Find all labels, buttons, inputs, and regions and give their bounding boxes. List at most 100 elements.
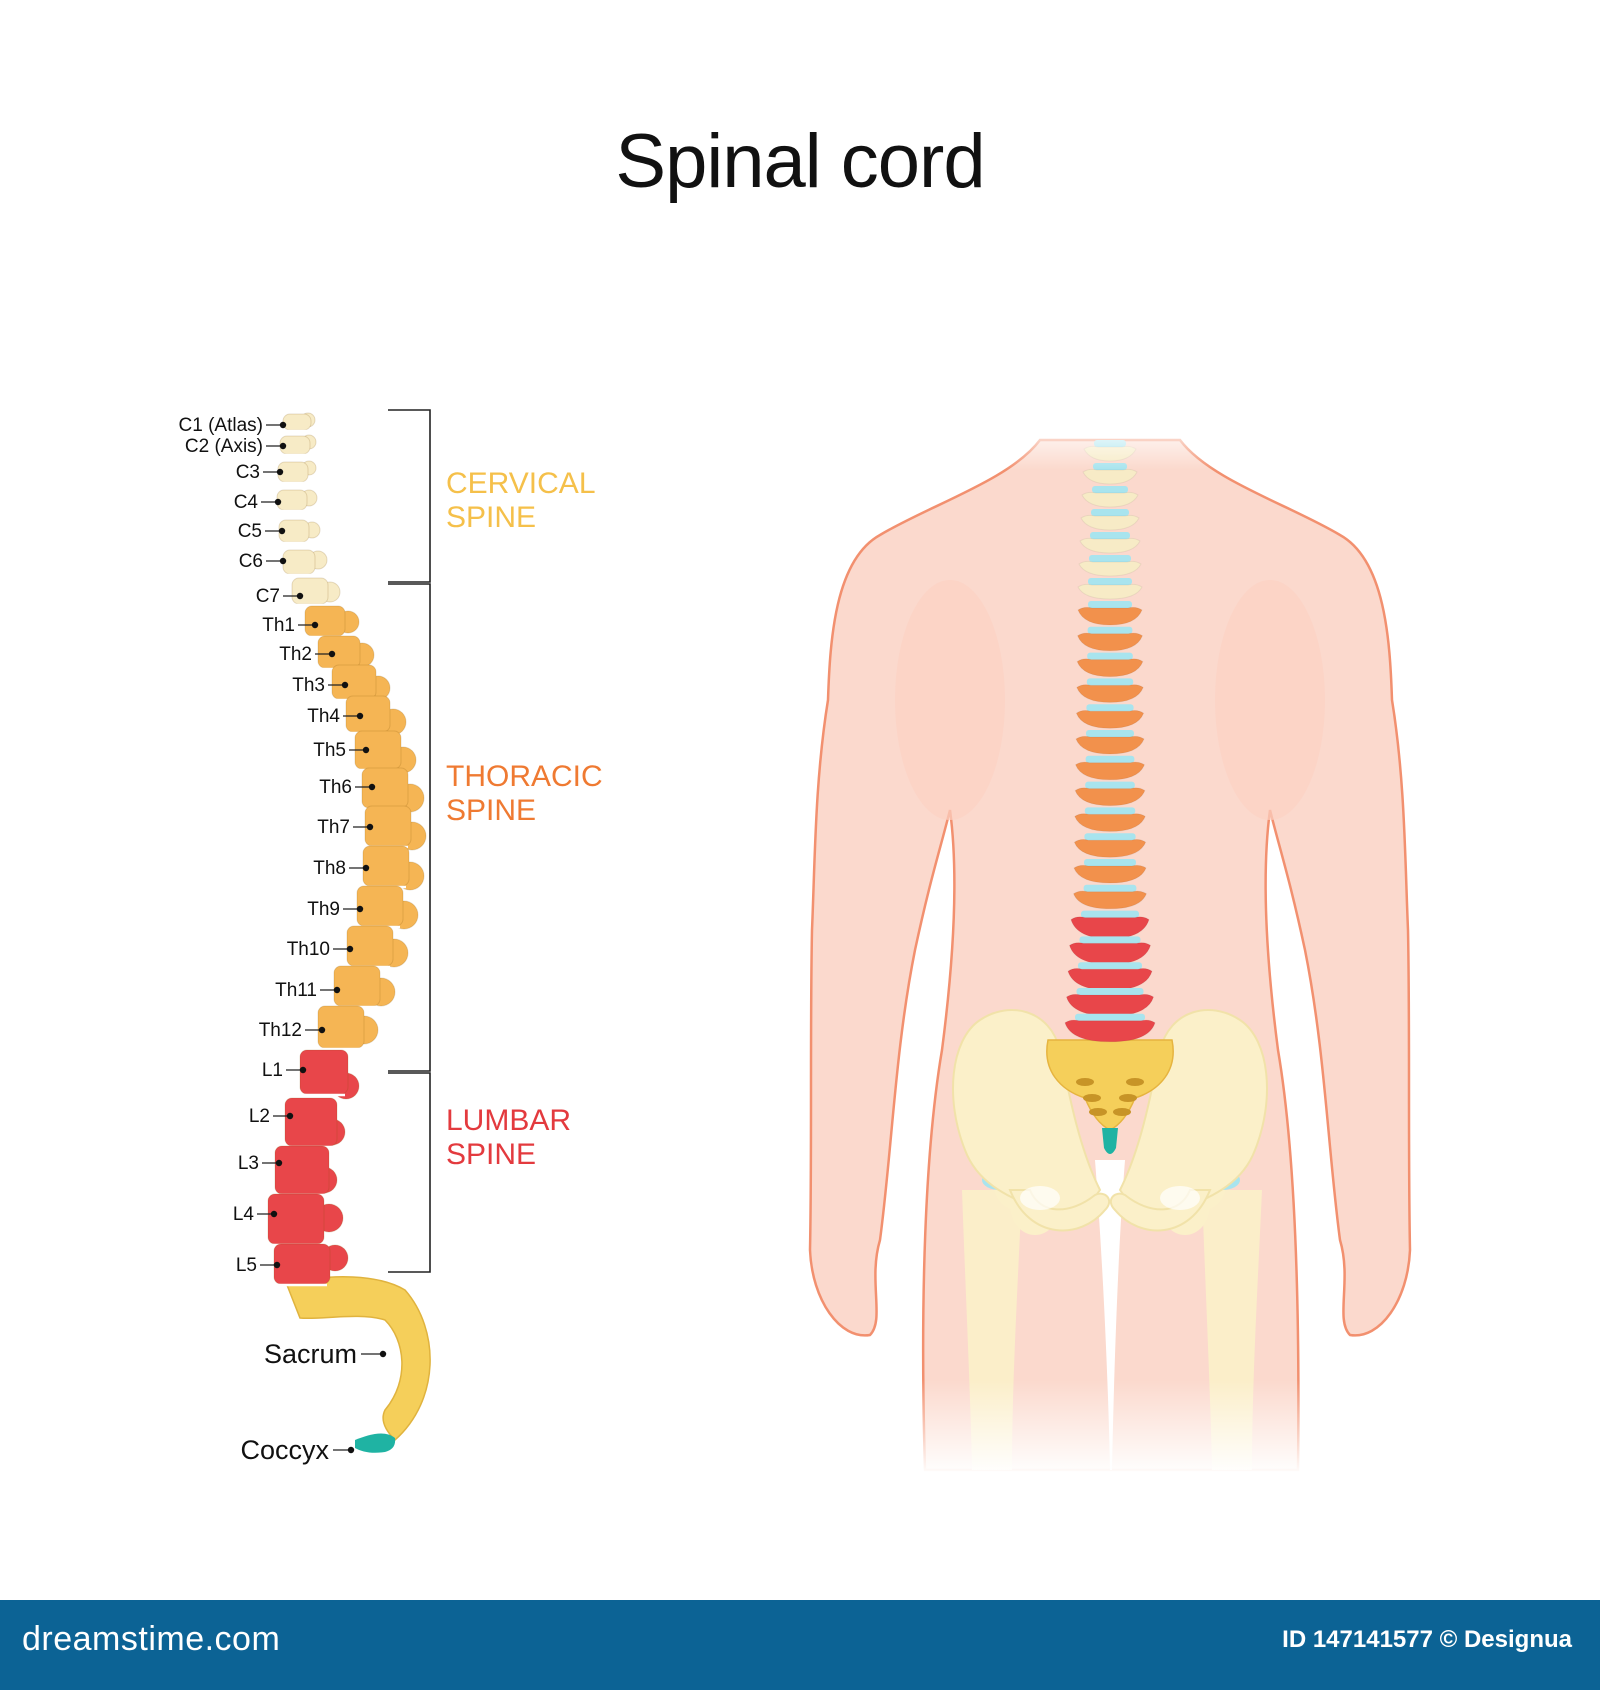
intervertebral-disc <box>1085 781 1135 789</box>
vertebra-label: Th8 <box>313 858 346 879</box>
label-dot <box>278 527 286 535</box>
neck-fade <box>1000 420 1220 470</box>
vertebra-body <box>291 577 329 605</box>
sacral-foramen <box>1083 1094 1101 1102</box>
bracket-thoracic <box>388 583 431 1072</box>
obturator-left <box>1020 1186 1060 1210</box>
region-label-lumbar: SPINE <box>446 1138 536 1171</box>
label-dot <box>346 945 354 953</box>
intervertebral-disc <box>1075 1013 1145 1021</box>
label-dot <box>356 905 364 913</box>
label-dot <box>362 864 370 872</box>
front-vertebra <box>1076 632 1144 652</box>
vertebra-body <box>299 1049 349 1095</box>
vertebra-body <box>362 845 410 887</box>
vertebra-body <box>333 965 381 1007</box>
human-torso-illustration <box>800 420 1420 1475</box>
label-dot <box>286 1112 294 1120</box>
back-muscle-right <box>1215 580 1325 820</box>
label-dot <box>318 1026 326 1034</box>
vertebra-label: C3 <box>236 462 260 483</box>
footer-bar: dreamstime.com ID 147141577 © Designua <box>0 1600 1600 1690</box>
vertebra-label: Th6 <box>319 777 352 798</box>
sacral-foramen <box>1126 1078 1144 1086</box>
vertebra-label: L4 <box>233 1204 255 1225</box>
front-vertebra <box>1075 710 1145 729</box>
intervertebral-disc <box>1087 652 1133 660</box>
vertebra-label: Th11 <box>275 980 317 1001</box>
bracket-cervical <box>388 409 431 583</box>
vertebra-label: Th7 <box>317 817 350 838</box>
front-vertebra <box>1074 813 1146 832</box>
sacrum-label: Sacrum <box>264 1339 357 1369</box>
label-dot <box>299 1066 307 1074</box>
intervertebral-disc <box>1084 833 1136 841</box>
intervertebral-disc <box>1088 578 1132 585</box>
coccyx <box>355 1433 396 1453</box>
vertebra-body <box>276 489 308 511</box>
vertebra-body <box>274 1145 330 1195</box>
vertebra-label: L2 <box>249 1106 270 1127</box>
front-vertebra <box>1074 761 1146 781</box>
front-vertebra <box>1077 606 1143 626</box>
vertebra-body <box>267 1193 325 1245</box>
sacral-foramen <box>1119 1094 1137 1102</box>
bracket-lumbar <box>388 1072 431 1273</box>
intervertebral-disc <box>1086 678 1134 686</box>
footer-brand[interactable]: dreamstime.com <box>22 1620 281 1658</box>
intervertebral-disc <box>1088 601 1132 608</box>
vertebra-label: Th9 <box>307 899 340 920</box>
front-vertebra <box>1079 537 1141 554</box>
front-vertebra <box>1064 1019 1156 1043</box>
intervertebral-disc <box>1090 532 1130 539</box>
label-dot <box>275 1159 283 1167</box>
region-label-cervical: CERVICAL <box>446 467 596 500</box>
vertebra-body <box>273 1243 331 1285</box>
vertebra-label: L3 <box>238 1153 259 1174</box>
label-dot <box>379 1350 387 1358</box>
region-label-lumbar: LUMBAR <box>446 1104 571 1137</box>
vertebra-label: Th3 <box>292 675 325 696</box>
intervertebral-disc <box>1091 509 1129 516</box>
label-dot <box>274 498 282 506</box>
intervertebral-disc <box>1079 936 1141 944</box>
region-label-thoracic: SPINE <box>446 794 536 827</box>
footer-image-id: ID 147141577 © Designua <box>1282 1626 1572 1653</box>
vertebra-label: Th5 <box>313 740 346 761</box>
intervertebral-disc <box>1076 988 1144 995</box>
bottom-fade <box>800 1380 1420 1475</box>
label-dot <box>333 986 341 994</box>
label-dot <box>347 1446 355 1454</box>
front-vertebra <box>1074 787 1146 807</box>
label-dot <box>328 650 336 658</box>
vertebra-label: C4 <box>234 492 259 513</box>
sacral-foramen <box>1113 1108 1131 1116</box>
sacral-foramen <box>1089 1108 1107 1116</box>
label-dot <box>368 783 376 791</box>
obturator-right <box>1160 1186 1200 1210</box>
label-dot <box>273 1261 281 1269</box>
region-label-cervical: SPINE <box>446 501 536 534</box>
vertebra-label: Th1 <box>262 615 295 636</box>
label-dot <box>296 592 304 600</box>
vertebra-label: Th12 <box>259 1020 302 1041</box>
label-dot <box>279 442 287 450</box>
ilium-left <box>952 1009 1102 1217</box>
label-dot <box>270 1210 278 1218</box>
vertebra-body <box>282 549 316 575</box>
vertebra-label: C5 <box>238 521 262 542</box>
label-dot <box>356 712 364 720</box>
vertebra-body <box>282 413 312 431</box>
vertebra-label: C1 (Atlas) <box>179 415 263 436</box>
intervertebral-disc <box>1084 859 1136 866</box>
vertebra-body <box>356 885 404 927</box>
back-muscle-left <box>895 580 1005 820</box>
front-vertebra <box>1078 560 1142 577</box>
front-vertebra <box>1076 684 1144 703</box>
ilium-right <box>1118 1009 1268 1217</box>
intervertebral-disc <box>1092 486 1128 493</box>
vertebra-label: Th4 <box>307 706 340 727</box>
label-dot <box>362 746 370 754</box>
intervertebral-disc <box>1084 807 1136 815</box>
